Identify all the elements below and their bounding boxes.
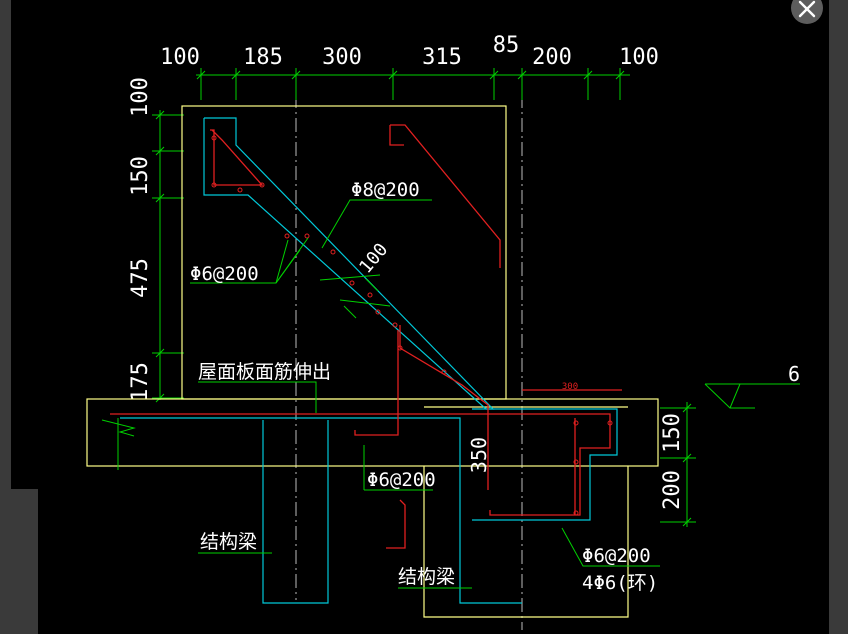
close-icon [798,0,816,18]
rebar-dots [211,135,613,516]
dim-top-7: 100 [619,45,659,70]
label-rebar-8-200: Φ8@200 [351,179,420,201]
left-dimension-chain [152,110,184,403]
inner-outlines [120,117,618,604]
centerlines [295,70,523,630]
dim-left-1: 100 [128,77,153,117]
rebar [110,124,622,549]
right-dimension-labels: 150 200 [660,413,685,510]
dim-vertical-center: 350 [467,437,491,473]
canvas-top [11,0,829,489]
label-roof-slab: 屋面板面筋伸出 [198,361,331,383]
label-rebar-6-200-left: Φ6@200 [190,263,259,285]
dim-left-2: 150 [128,156,153,196]
diagonal-dimension [319,274,391,319]
top-dimension-labels: 100 185 300 315 85 200 100 [160,33,659,70]
right-dimension-chain [660,402,696,527]
close-button[interactable] [791,0,823,24]
label-rebar-6-200-right: Φ6@200 [582,545,651,567]
label-structural-beam-left: 结构梁 [200,531,257,553]
slab-outline [86,398,659,467]
dim-beam-top: 300 [562,382,578,392]
top-dimension-chain [196,68,630,100]
lower-beam-outline [423,466,629,618]
dim-top-3: 300 [322,45,362,70]
label-rebar-6-200-mid: Φ6@200 [367,469,436,491]
dim-right-1: 150 [660,413,685,453]
label-rebar-4-6: 4Φ6(环) [582,572,658,594]
dim-left-3: 475 [128,258,153,298]
dim-left-4: 175 [128,362,153,402]
dim-top-1: 100 [160,45,200,70]
text-labels: Φ8@200 Φ6@200 屋面板面筋伸出 Φ6@200 结构梁 结构梁 Φ6@… [190,179,800,594]
canvas-bottom [38,489,829,634]
left-dimension-labels: 100 150 475 175 [128,77,153,402]
dim-top-4: 315 [422,45,462,70]
label-structural-beam-right: 结构梁 [398,566,455,588]
dim-top-6: 200 [532,45,572,70]
label-section-mark: 6 [788,362,800,386]
dim-top-2: 185 [243,45,283,70]
leaders [101,199,800,589]
dim-top-5: 85 [493,33,520,58]
concrete-outline [86,105,659,618]
dim-right-2: 200 [660,470,685,510]
